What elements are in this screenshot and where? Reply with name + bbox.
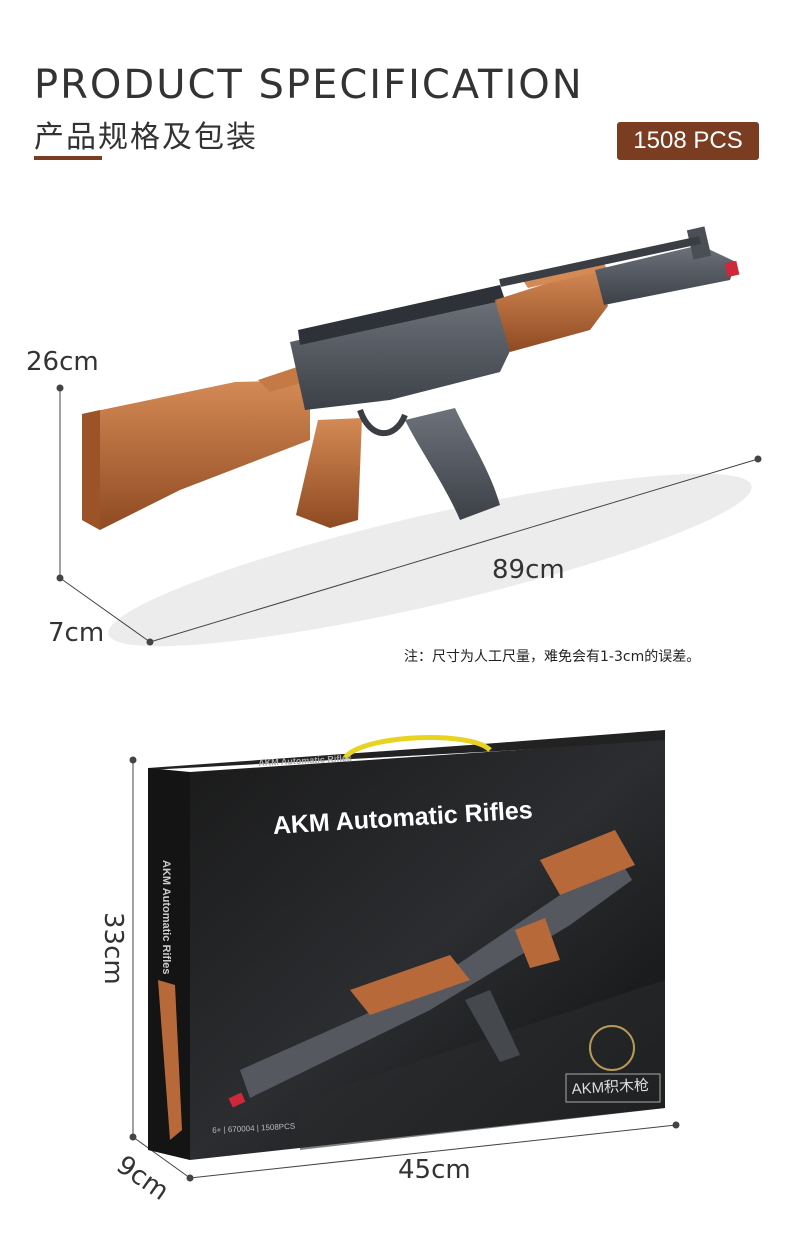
box-label: AKM积木枪 xyxy=(571,1076,650,1098)
rifle-dimension-lines xyxy=(56,384,762,646)
box-height-label: 33cm xyxy=(98,912,128,985)
box-length-label: 45cm xyxy=(398,1155,471,1185)
model-depth-label: 7cm xyxy=(48,618,105,648)
page-title: PRODUCT SPECIFICATION xyxy=(34,62,584,108)
rifle-shadow xyxy=(108,473,752,647)
product-box xyxy=(148,730,665,1160)
box-side-title: AKM Automatic Rifles xyxy=(160,860,172,975)
rifle-model xyxy=(82,226,740,530)
measurement-note: 注：尺寸为人工尺量，难免会有1-3cm的误差。 xyxy=(404,649,701,665)
model-length-label: 89cm xyxy=(492,555,565,585)
title-underline xyxy=(34,156,102,160)
pieces-badge: 1508 PCS xyxy=(617,122,759,160)
model-height-label: 26cm xyxy=(26,347,99,377)
page-subtitle: 产品规格及包装 xyxy=(34,120,258,155)
box-dimension-lines xyxy=(129,756,680,1182)
